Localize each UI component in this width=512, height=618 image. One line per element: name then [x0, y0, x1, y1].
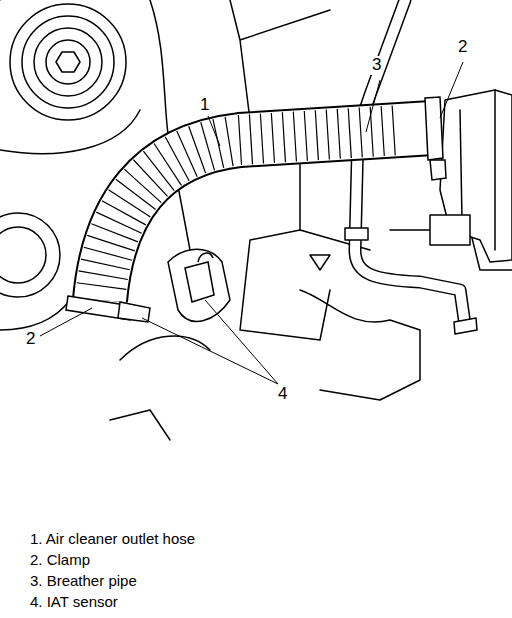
hose-rib: [109, 190, 151, 217]
pulley: [0, 227, 46, 283]
pulley: [46, 40, 90, 84]
hose-rib: [102, 201, 146, 225]
hose-rib: [96, 212, 141, 233]
breather-pipe: [345, 0, 477, 334]
hose-rib: [315, 110, 318, 160]
key-entry: 1. Air cleaner outlet hose: [28, 531, 197, 548]
hose-rib: [81, 259, 130, 270]
throttle-body: [430, 215, 470, 245]
hose-rib: [189, 126, 206, 173]
hose-rib: [154, 143, 181, 185]
hose-rib: [326, 110, 329, 160]
hose-rib: [249, 114, 252, 164]
pulley: [22, 16, 114, 108]
hose-rib: [79, 271, 128, 280]
clamp: [66, 97, 446, 322]
hose-rib: [133, 160, 167, 197]
hose-rib: [238, 115, 241, 165]
engine-outline: [230, 0, 330, 120]
callout-number: 3: [370, 56, 383, 75]
pulley: [0, 213, 60, 297]
hose-rib: [116, 179, 156, 209]
iat-sensor: [168, 249, 230, 321]
hose-rib: [165, 137, 189, 181]
key-entry: 2. Clamp: [28, 552, 92, 569]
hose-rib: [201, 122, 215, 170]
hose-rib: [271, 113, 274, 163]
callout-number: 2: [24, 330, 37, 349]
pulley-nut: [56, 52, 80, 72]
belt: [0, 110, 140, 154]
engine-outline: [110, 336, 210, 440]
hose-rib: [225, 117, 233, 166]
hose-rib: [348, 108, 351, 158]
hose-rib: [392, 105, 395, 155]
air-cleaner-outlet-hose: [77, 105, 432, 300]
engine-outline: [300, 290, 420, 400]
hose-rib: [260, 114, 263, 164]
hose-rib: [337, 109, 340, 159]
hose-rib: [77, 283, 127, 290]
pulley: [10, 4, 126, 120]
hose-rib: [359, 108, 362, 158]
hose-rib: [84, 247, 132, 260]
engine-outline: [310, 255, 330, 270]
hose-rib: [124, 169, 161, 203]
key-entry: 4. IAT sensor: [28, 594, 120, 611]
hose-rib: [143, 151, 174, 190]
hose-rib: [293, 112, 296, 162]
callout-number: 1: [198, 96, 211, 115]
callout-number: 2: [456, 38, 469, 57]
callout-number: 4: [276, 385, 289, 404]
key-entry: 3. Breather pipe: [28, 573, 139, 590]
hose-rib: [282, 112, 285, 162]
hose-rib: [213, 119, 224, 168]
hose-rib: [177, 131, 197, 177]
hose-rib: [304, 111, 307, 161]
hose-rib: [381, 106, 384, 156]
leader-line: [40, 62, 463, 384]
hose-rib: [91, 224, 138, 242]
pulley: [34, 28, 102, 96]
